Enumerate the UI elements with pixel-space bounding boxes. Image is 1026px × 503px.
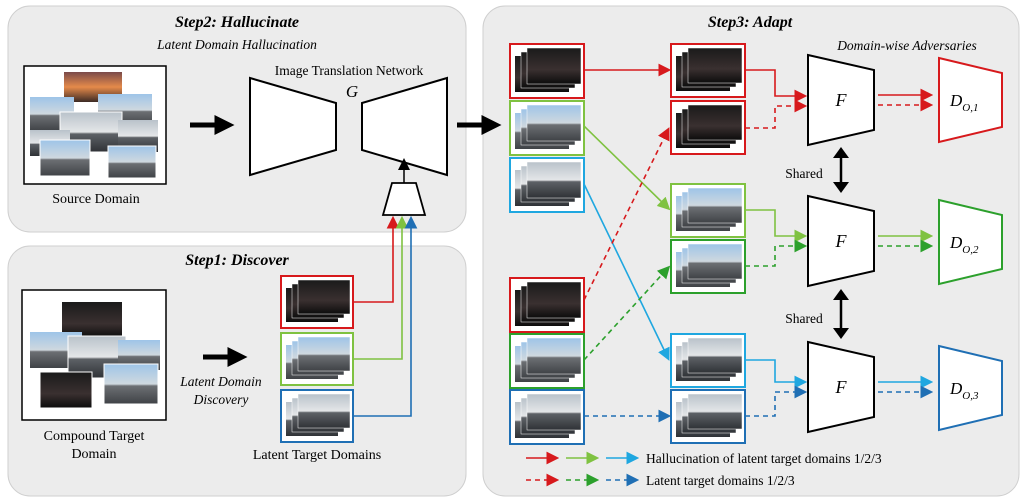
discriminator-label-3: DO,3: [949, 379, 979, 402]
compound-target-label-2: Domain: [71, 447, 116, 462]
route-l1: [583, 127, 670, 301]
paired-hallucination-3: [670, 333, 746, 388]
paired-latent-3: [670, 389, 746, 444]
compound-target-label-1: Compound Target: [44, 429, 145, 444]
shared-label-2: Shared: [785, 311, 823, 326]
hallucinated-source-3: [509, 157, 585, 213]
feature-extractor-3: [807, 340, 875, 434]
feature-symbol-1: F: [835, 90, 848, 110]
step2-title: Step2: Hallucinate: [175, 14, 299, 31]
pair1-solid-to-f: [745, 69, 808, 103]
route-l2: [583, 265, 671, 361]
legend-latent-text: Latent target domains 1/2/3: [646, 473, 795, 488]
shared-arrow-1: [833, 147, 849, 193]
decoder-block: [361, 76, 448, 177]
paired-latent-1: [670, 100, 746, 155]
paired-latent-2: [670, 239, 746, 294]
hallucinated-source-1: [509, 43, 585, 99]
latent3-to-style-arrow: [353, 215, 418, 417]
disc-1-sub: O,1: [962, 102, 978, 114]
discriminator-label-1: DO,1: [949, 91, 978, 114]
latent-target-1: [509, 277, 585, 333]
step2-subtitle: Latent Domain Hallucination: [156, 37, 317, 52]
latent-target-2: [509, 333, 585, 389]
hallucinated-source-2: [509, 100, 585, 156]
legend-hallucination-text: Hallucination of latent target domains 1…: [646, 451, 882, 466]
pair1-dash-to-f: [745, 99, 808, 129]
paired-hallucination-2: [670, 183, 746, 238]
discovery-label-1: Latent Domain: [179, 374, 262, 389]
latent-domain-1-stack: [280, 275, 354, 329]
discriminator-1: [938, 56, 1003, 144]
disc-2-sub: O,2: [962, 244, 979, 256]
latent-domain-2-stack: [280, 332, 354, 386]
paired-hallucination-1: [670, 43, 746, 98]
legend: Hallucination of latent target domains 1…: [526, 451, 882, 488]
feature-extractor-1: [807, 53, 875, 147]
route-h3: [583, 183, 670, 361]
discriminator-3: [938, 344, 1003, 432]
step1-title: Step1: Discover: [185, 252, 289, 269]
disc-2-letter: D: [949, 233, 963, 252]
disc-1-letter: D: [949, 91, 963, 110]
latent-domain-3-stack: [280, 389, 354, 443]
pair2-solid-to-f: [745, 209, 808, 243]
discriminator-label-2: DO,2: [949, 233, 979, 256]
source-domain-label: Source Domain: [52, 192, 139, 207]
source-domain-collage: [23, 65, 167, 185]
shared-arrow-2: [833, 289, 849, 339]
feature-symbol-3: F: [835, 377, 848, 397]
discovery-label-2: Discovery: [193, 392, 249, 407]
feature-symbol-2: F: [835, 231, 848, 251]
latent-target-3: [509, 389, 585, 445]
generator-symbol: G: [346, 82, 358, 101]
adversaries-label: Domain-wise Adversaries: [836, 38, 977, 53]
latent2-to-style-arrow: [353, 215, 409, 360]
disc-3-letter: D: [949, 379, 963, 398]
pair2-dash-to-f: [745, 239, 808, 267]
route-h2: [583, 125, 671, 211]
network-label: Image Translation Network: [275, 63, 424, 78]
step3-panel: [482, 5, 1020, 497]
step3-title: Step3: Adapt: [708, 14, 793, 31]
compound-target-collage: [21, 289, 167, 421]
pair3-solid-to-f: [745, 359, 808, 389]
disc-3-sub: O,3: [962, 390, 979, 402]
feature-extractor-2: [807, 194, 875, 288]
discriminator-2: [938, 198, 1003, 286]
shared-label-1: Shared: [785, 166, 823, 181]
latent1-to-style-arrow: [353, 215, 400, 303]
encoder-block: [249, 76, 337, 177]
style-encoder-block: [381, 182, 427, 216]
latent-target-domains-label: Latent Target Domains: [253, 448, 381, 463]
